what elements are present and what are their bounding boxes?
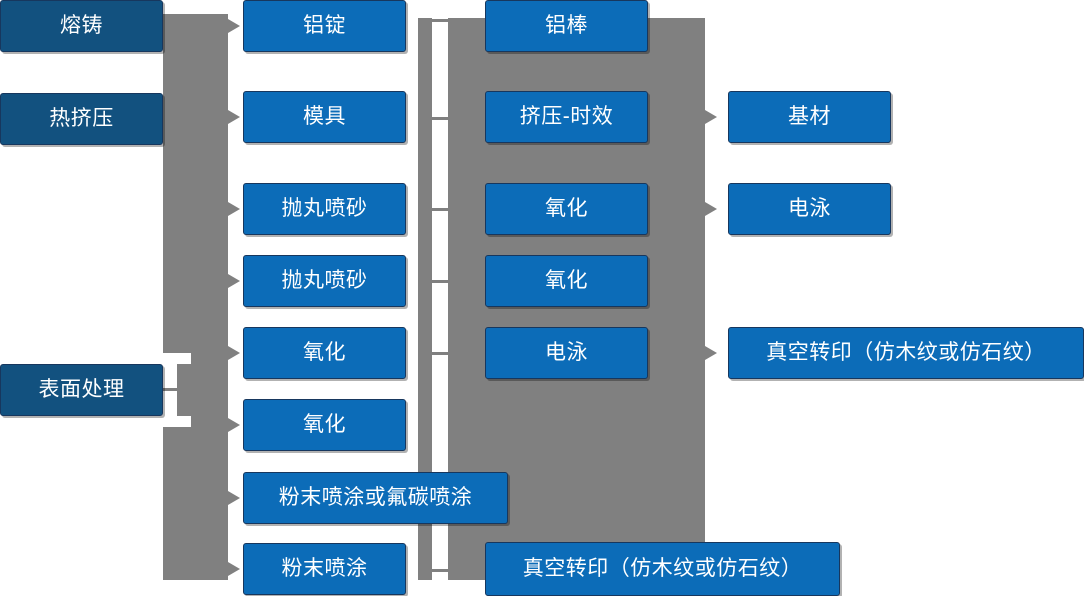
output-box-electrophoresis[interactable]: 电泳 bbox=[728, 183, 891, 235]
process-box-vacuum-transfer-2[interactable]: 真空转印（仿木纹或仿石纹） bbox=[485, 542, 840, 596]
arrow-to-oxidation-2 bbox=[228, 418, 240, 432]
arrow-to-mold bbox=[228, 110, 240, 124]
process-label-oxidation-4: 氧化 bbox=[545, 269, 588, 293]
stage-label-melt-cast: 熔铸 bbox=[60, 14, 103, 38]
connector-tick-2 bbox=[432, 117, 449, 120]
process-box-aluminum-bar[interactable]: 铝棒 bbox=[485, 0, 648, 52]
output-box-base-material[interactable]: 基材 bbox=[728, 91, 891, 143]
process-label-shot-blasting-2: 抛丸喷砂 bbox=[281, 269, 368, 293]
process-label-oxidation-3: 氧化 bbox=[545, 197, 588, 221]
arrow-to-oxidation-1 bbox=[228, 346, 240, 360]
connector-bar-middle bbox=[418, 18, 432, 580]
arrow-to-electrophoresis-2 bbox=[705, 202, 717, 216]
arrow-to-shot-blasting-2 bbox=[228, 274, 240, 288]
stage-box-hot-extrusion[interactable]: 热挤压 bbox=[0, 93, 163, 145]
arrow-down-melt-to-extrusion bbox=[70, 72, 86, 83]
process-box-oxidation-2[interactable]: 氧化 bbox=[243, 399, 406, 451]
connector-tick-5 bbox=[432, 352, 449, 355]
connector-stub-surface bbox=[163, 388, 191, 391]
process-label-oxidation-1: 氧化 bbox=[303, 341, 346, 365]
arrow-to-aluminum-ingot bbox=[228, 19, 240, 33]
process-label-shot-blasting-1: 抛丸喷砂 bbox=[281, 197, 368, 221]
process-box-powder-coating[interactable]: 粉末喷涂 bbox=[243, 543, 406, 595]
process-label-vacuum-transfer-2: 真空转印（仿木纹或仿石纹） bbox=[522, 557, 803, 581]
connector-tick-3 bbox=[432, 208, 449, 211]
arrow-to-powder-or-pvdf bbox=[228, 491, 240, 505]
arrow-to-vacuum-transfer-1 bbox=[705, 346, 717, 360]
connector-tick-1 bbox=[432, 19, 449, 22]
process-label-mold: 模具 bbox=[303, 105, 346, 129]
process-box-oxidation-1[interactable]: 氧化 bbox=[243, 327, 406, 379]
process-label-electrophoresis-1: 电泳 bbox=[545, 341, 588, 365]
process-box-oxidation-3[interactable]: 氧化 bbox=[485, 183, 648, 235]
connector-bar-left bbox=[163, 14, 228, 580]
output-label-base-material: 基材 bbox=[788, 105, 831, 129]
connector-notch-left-3 bbox=[163, 416, 191, 427]
process-box-shot-blasting-2[interactable]: 抛丸喷砂 bbox=[243, 255, 406, 307]
process-label-aluminum-ingot: 铝锭 bbox=[303, 14, 346, 38]
process-label-extrusion-aging: 挤压-时效 bbox=[519, 105, 614, 129]
stage-label-hot-extrusion: 热挤压 bbox=[49, 107, 114, 131]
process-box-powder-or-pvdf[interactable]: 粉末喷涂或氟碳喷涂 bbox=[243, 472, 508, 524]
process-label-oxidation-2: 氧化 bbox=[303, 413, 346, 437]
process-box-oxidation-4[interactable]: 氧化 bbox=[485, 255, 648, 307]
stage-box-surface-treatment[interactable]: 表面处理 bbox=[0, 364, 163, 416]
output-box-vacuum-transfer[interactable]: 真空转印（仿木纹或仿石纹） bbox=[728, 327, 1084, 379]
process-label-powder-or-pvdf: 粉末喷涂或氟碳喷涂 bbox=[278, 486, 473, 510]
arrow-to-shot-blasting-1 bbox=[228, 202, 240, 216]
process-box-aluminum-ingot[interactable]: 铝锭 bbox=[243, 0, 406, 52]
output-label-vacuum-transfer: 真空转印（仿木纹或仿石纹） bbox=[766, 341, 1046, 365]
connector-notch-left bbox=[163, 353, 191, 364]
process-box-shot-blasting-1[interactable]: 抛丸喷砂 bbox=[243, 183, 406, 235]
connector-tick-4 bbox=[432, 280, 449, 283]
process-box-electrophoresis-1[interactable]: 电泳 bbox=[485, 327, 648, 379]
output-label-electrophoresis: 电泳 bbox=[788, 197, 831, 221]
connector-tick-6 bbox=[432, 569, 449, 572]
stage-box-melt-cast[interactable]: 熔铸 bbox=[0, 0, 163, 52]
process-box-mold[interactable]: 模具 bbox=[243, 91, 406, 143]
arrow-down-extrusion-to-surface bbox=[70, 336, 86, 347]
arrow-to-base-material bbox=[705, 110, 717, 124]
stage-label-surface-treatment: 表面处理 bbox=[38, 378, 125, 402]
process-label-powder-coating: 粉末喷涂 bbox=[281, 557, 368, 581]
process-box-extrusion-aging[interactable]: 挤压-时效 bbox=[485, 91, 648, 143]
arrow-to-powder-coating bbox=[228, 562, 240, 576]
process-label-aluminum-bar: 铝棒 bbox=[545, 14, 588, 38]
